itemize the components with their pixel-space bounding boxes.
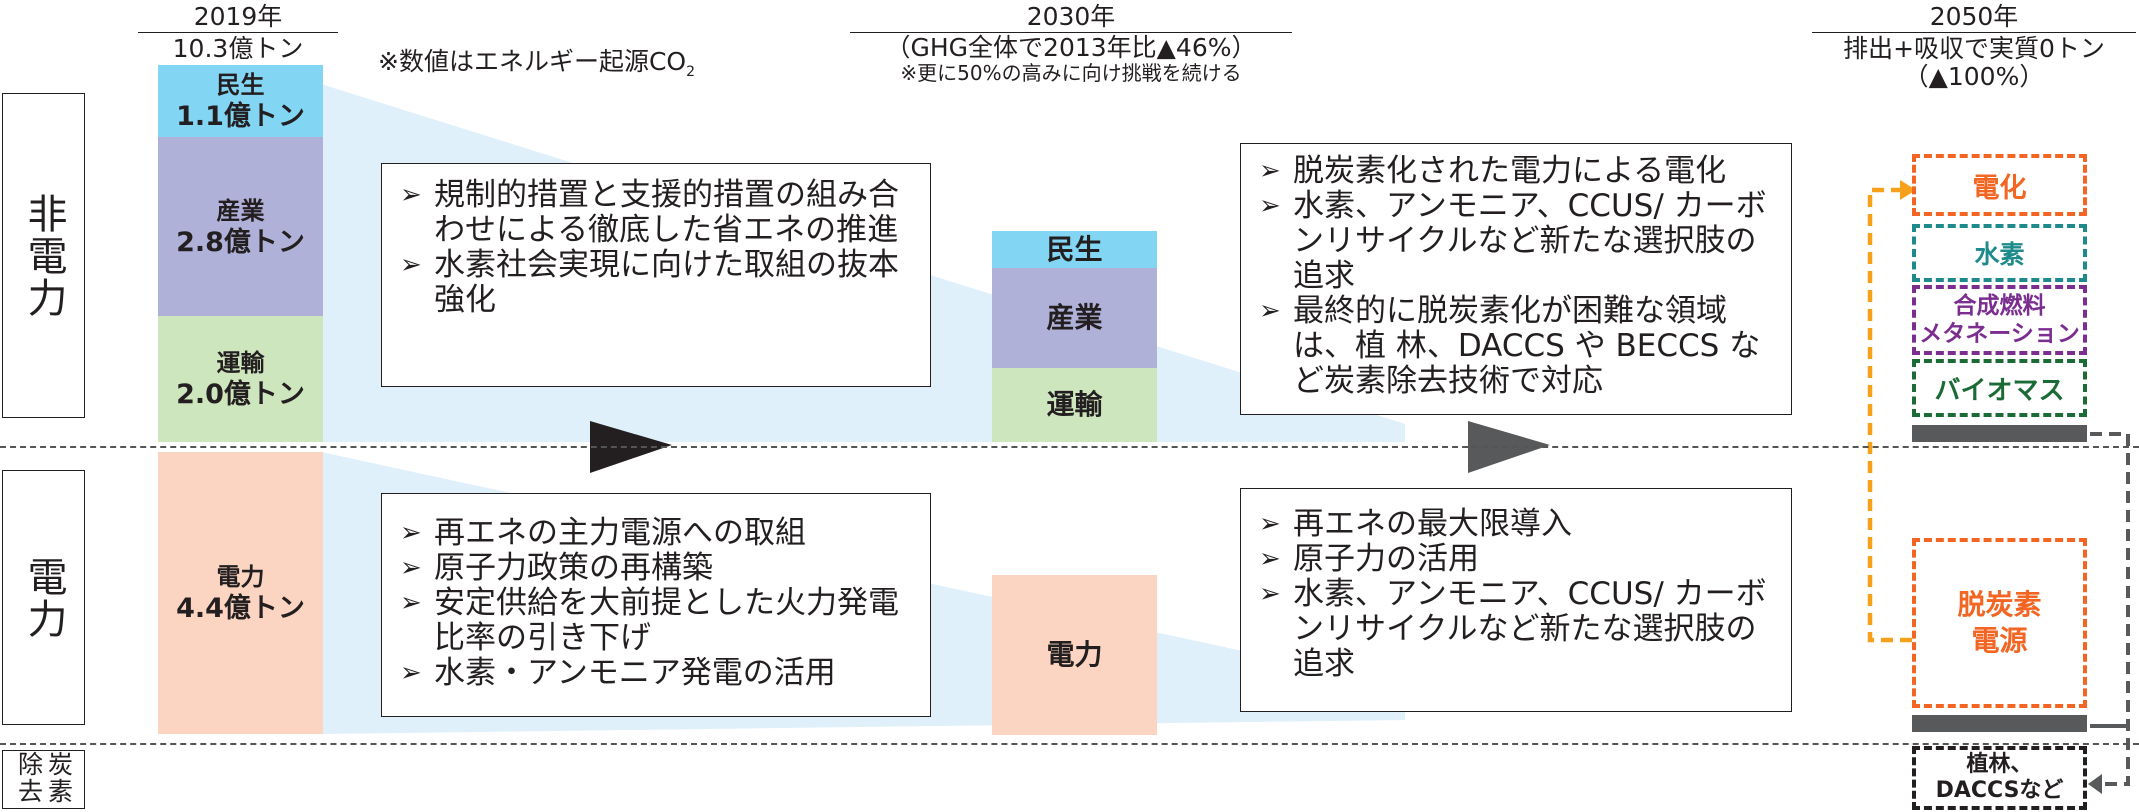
measures-box-nonpower-2030: 規制的措置と支援的措置の組み合わせによる徹底した省エネの推進 水素社会実現に向け… xyxy=(381,163,931,387)
end-gosei-line2: メタネーション xyxy=(1919,321,2080,347)
bar-2019-minsei-name: 民生 xyxy=(216,71,265,99)
header-2050: 2050年 排出+吸収で実質0トン （▲100%） xyxy=(1812,3,2136,91)
bar-2019-unyu-value: 2.0億トン xyxy=(176,379,305,410)
end-datsutanso-line2: 電源 xyxy=(1971,624,2028,657)
bar-2019-minsei-value: 1.1億トン xyxy=(176,101,305,132)
header-2050-line1: 排出+吸収で実質0トン xyxy=(1843,34,2105,63)
measures-box-power-2030: 再エネの主力電源への取組 原子力政策の再構築 安定供給を大前提とした火力発電比率… xyxy=(381,493,931,717)
bar-2030-unyu-name: 運輸 xyxy=(1046,388,1103,421)
note-energy-co2: ※数値はエネルギー起源CO2 xyxy=(378,42,695,80)
measure-item: 原子力の活用 xyxy=(1259,542,1775,578)
separator-upper xyxy=(0,446,2139,448)
electrification-connector xyxy=(1867,187,1912,643)
measure-item: 最終的に脱炭素化が困難な領域は、植 林、DACCS や BECCS など炭素除去… xyxy=(1259,294,1775,399)
note-subscript: 2 xyxy=(686,64,696,80)
electrification-arrowhead xyxy=(1900,180,1916,200)
end-suiso-label: 水素 xyxy=(1974,240,2025,269)
bar-2019-unyu: 運輸 2.0億トン xyxy=(158,316,323,442)
bar-2019-unyu-name: 運輸 xyxy=(216,349,265,377)
measure-item: 水素、アンモニア、CCUS/ カーボンリサイクルなど新たな選択肢の追求 xyxy=(1259,189,1775,294)
bar-2030-sangyo-name: 産業 xyxy=(1046,301,1103,334)
bar-2019-denryoku-value: 4.4億トン xyxy=(176,593,305,624)
header-2030-year: 2030年 xyxy=(1026,2,1116,31)
end-shokurin-line2: DACCSなど xyxy=(1935,778,2064,803)
end-biomass: バイオマス xyxy=(1912,359,2087,417)
measures-box-power-2050: 再エネの最大限導入 原子力の活用 水素、アンモニア、CCUS/ カーボンリサイク… xyxy=(1240,488,1792,712)
end-gosei-nenryo: 合成燃料 メタネーション xyxy=(1912,285,2087,355)
header-2030-line1: （GHG全体で2013年比▲46%） xyxy=(885,33,1257,62)
removal-connector xyxy=(2090,432,2130,786)
bar-2030-minsei-name: 民生 xyxy=(1046,232,1103,266)
end-suiso: 水素 xyxy=(1912,224,2087,282)
removal-arrowhead xyxy=(2088,774,2102,794)
side-label-power: 電力 xyxy=(2,470,85,725)
bar-2030-denryoku-name: 電力 xyxy=(1046,638,1103,671)
header-2050-line2: （▲100%） xyxy=(1903,62,2045,91)
end-shokurin-line1: 植林、 xyxy=(1966,752,2033,777)
side-label-removal: 炭素除去 xyxy=(2,750,85,809)
end-datsutanso-dengen: 脱炭素 電源 xyxy=(1912,538,2087,708)
bar-2030-sangyo: 産業 xyxy=(992,268,1157,368)
bar-2030-denryoku: 電力 xyxy=(992,575,1157,735)
bar-2019-denryoku: 電力 4.4億トン xyxy=(158,452,323,734)
end-shokurin-daccs: 植林、 DACCSなど xyxy=(1912,746,2087,810)
end-gosei-line1: 合成燃料 xyxy=(1953,293,2046,319)
header-2019-total: 10.3億トン xyxy=(172,34,304,63)
measure-item: 原子力政策の再構築 xyxy=(400,551,914,587)
measures-box-nonpower-2050: 脱炭素化された電力による電化 水素、アンモニア、CCUS/ カーボンリサイクルな… xyxy=(1240,143,1792,415)
measure-item: 水素社会実現に向けた取組の抜本強化 xyxy=(400,248,914,318)
end-denka-label: 電化 xyxy=(1972,172,2027,204)
bar-2019-sangyo-name: 産業 xyxy=(216,196,265,225)
end-denka: 電化 xyxy=(1912,154,2087,216)
measure-item: 水素・アンモニア発電の活用 xyxy=(400,656,914,692)
header-2050-year: 2050年 xyxy=(1929,2,2019,31)
bar-2019-sangyo-value: 2.8億トン xyxy=(176,226,305,258)
measure-item: 安定供給を大前提とした火力発電比率の引き下げ xyxy=(400,586,914,656)
bar-2030-minsei: 民生 xyxy=(992,231,1157,268)
end-biomass-label: バイオマス xyxy=(1934,375,2065,406)
header-2030: 2030年 （GHG全体で2013年比▲46%） ※更に50%の高みに向け挑戦を… xyxy=(850,3,1292,84)
measure-item: 再エネの最大限導入 xyxy=(1259,507,1775,543)
bar-2019-minsei: 民生 1.1億トン xyxy=(158,65,323,137)
end-datsutanso-line1: 脱炭素 xyxy=(1957,588,2042,621)
bar-2019-denryoku-name: 電力 xyxy=(216,563,265,591)
bar-2030-unyu: 運輸 xyxy=(992,368,1157,442)
measure-item: 再エネの主力電源への取組 xyxy=(400,516,914,552)
residual-bar-power xyxy=(1912,715,2087,732)
header-2019-year: 2019年 xyxy=(193,2,283,31)
measure-item: 規制的措置と支援的措置の組み合わせによる徹底した省エネの推進 xyxy=(400,178,914,248)
note-text: ※数値はエネルギー起源CO xyxy=(378,47,687,76)
measure-item: 脱炭素化された電力による電化 xyxy=(1259,154,1775,190)
residual-bar-nonpower xyxy=(1912,425,2087,442)
side-label-non-power: 非電力 xyxy=(2,93,85,418)
measure-item: 水素、アンモニア、CCUS/ カーボンリサイクルなど新たな選択肢の追求 xyxy=(1259,577,1775,682)
header-2030-line2: ※更に50%の高みに向け挑戦を続ける xyxy=(900,61,1242,85)
bar-2019-sangyo: 産業 2.8億トン xyxy=(158,137,323,316)
separator-lower xyxy=(0,743,2139,745)
header-2019: 2019年 10.3億トン xyxy=(138,3,338,63)
